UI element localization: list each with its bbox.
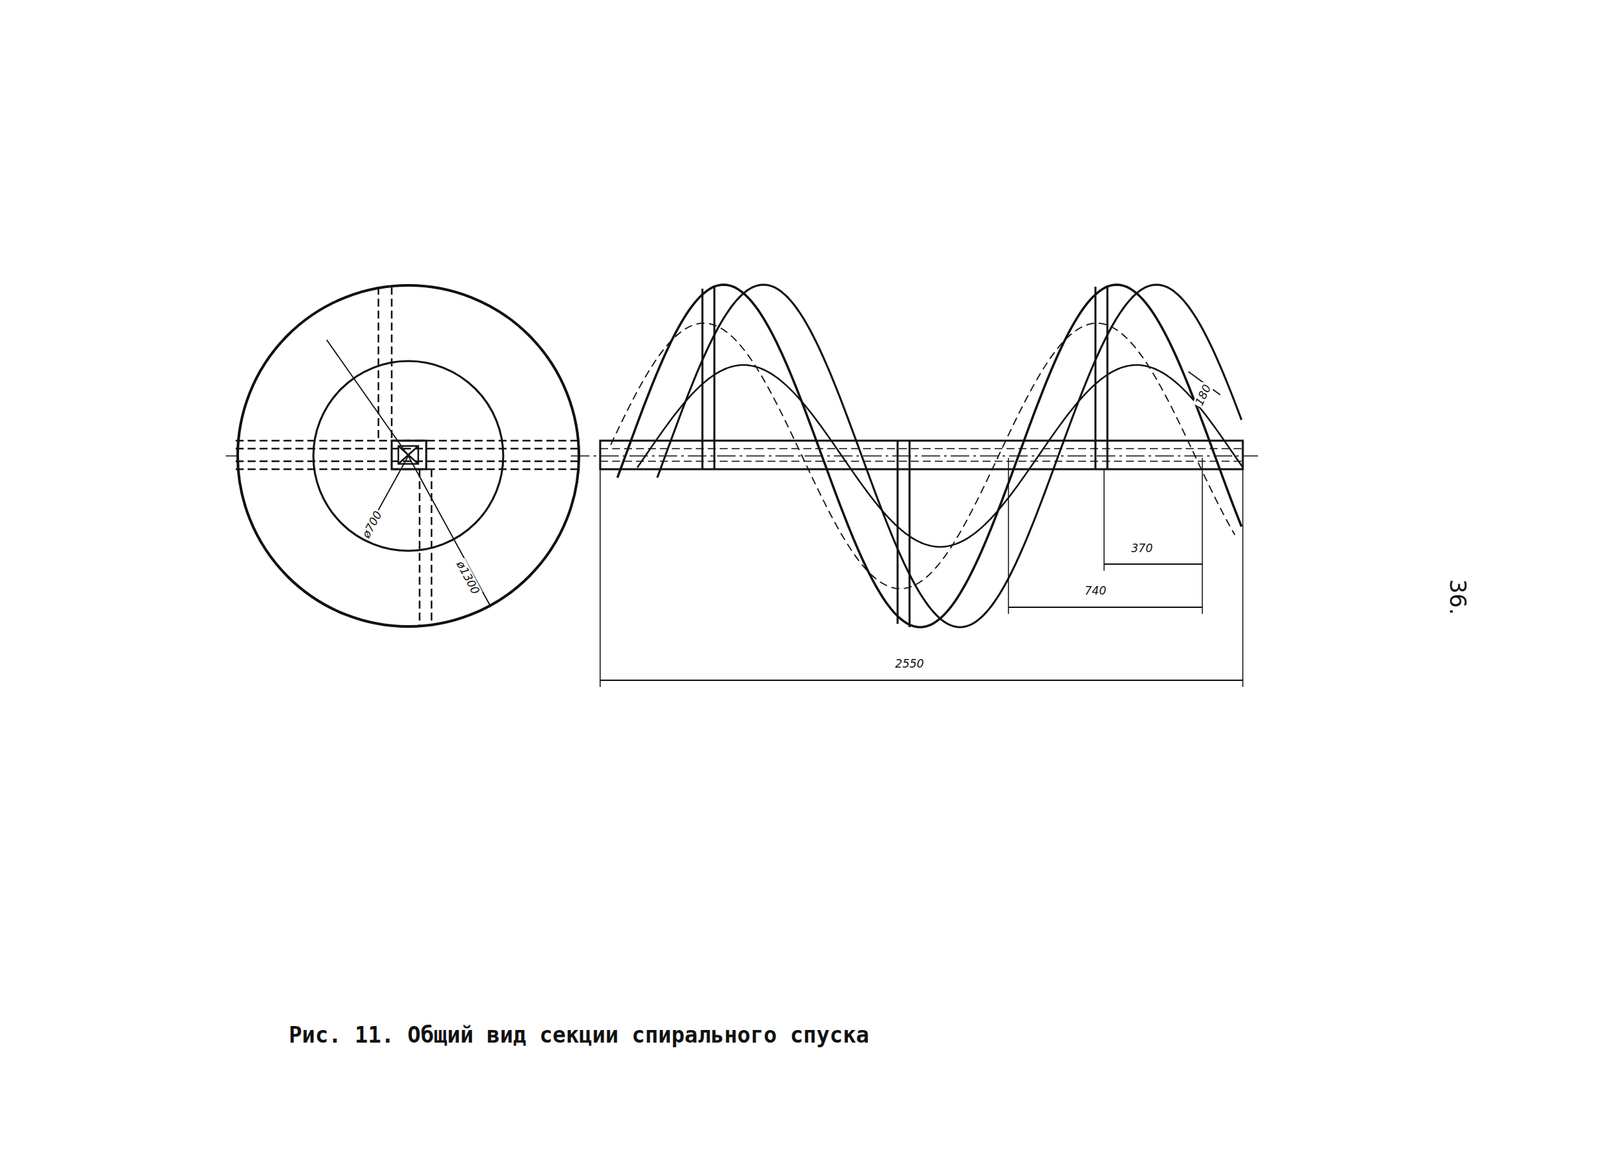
dimension-label: ø1300 [453, 557, 483, 598]
dimension-label: 2550 [893, 657, 925, 671]
dimension-label: 740 [1083, 584, 1108, 598]
side-view [570, 284, 1259, 688]
dimension-label: 370 [1129, 542, 1154, 556]
dimension-label: 180 [1192, 381, 1214, 409]
page-number: 36. [1444, 578, 1470, 617]
dimension-label: ø700 [359, 507, 385, 542]
figure-caption: Рис. 11. Общий вид секции спирального сп… [288, 1022, 870, 1049]
end-view [225, 285, 579, 627]
